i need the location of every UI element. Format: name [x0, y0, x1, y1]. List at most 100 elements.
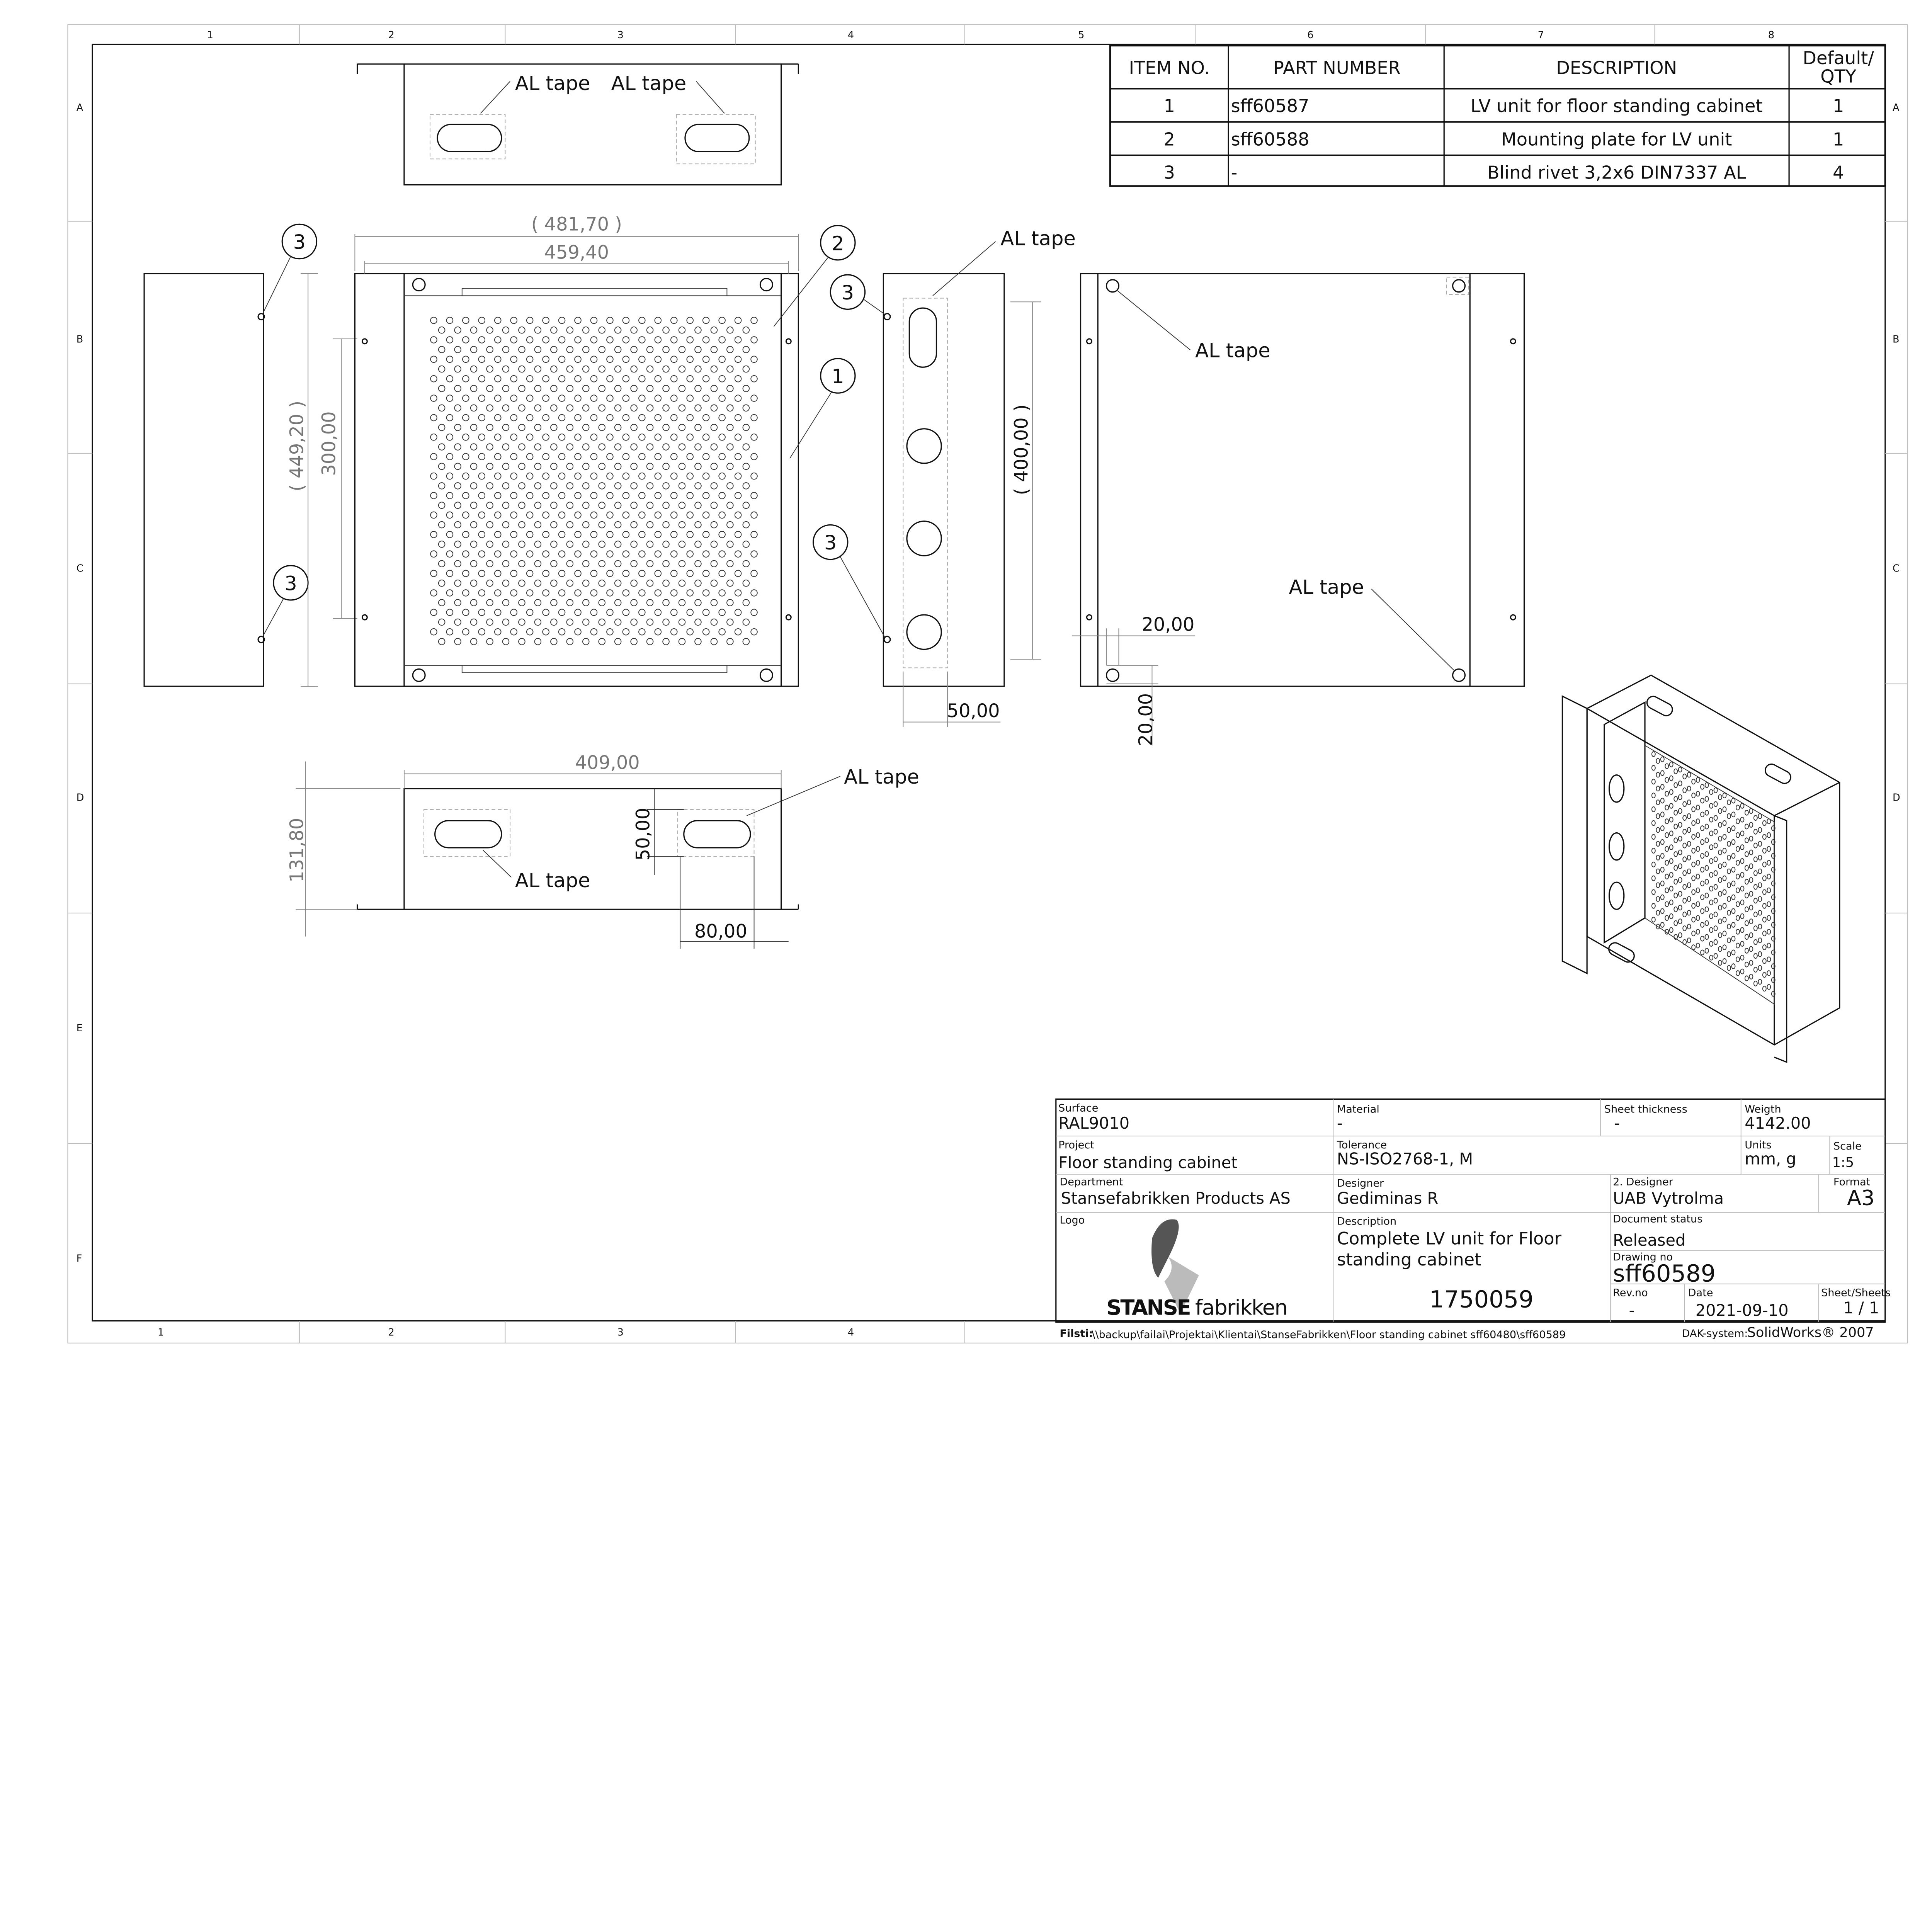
perforation-hole — [702, 395, 710, 402]
perforation-hole — [430, 395, 437, 402]
perforation-hole — [470, 618, 478, 626]
perforation-hole — [558, 472, 566, 480]
perforation-hole — [614, 385, 622, 392]
perforation-hole — [590, 355, 598, 363]
perforation-hole — [1687, 786, 1691, 792]
perforation-hole — [1665, 929, 1669, 935]
zone-label: E — [77, 1022, 83, 1034]
perforation-hole — [694, 502, 702, 509]
perforation-hole — [574, 492, 582, 499]
perforation-hole — [1736, 818, 1740, 824]
perforation-hole — [742, 521, 750, 529]
perforation-hole — [654, 472, 662, 480]
perforation-hole — [494, 395, 502, 402]
perforation-hole — [742, 346, 750, 353]
dimension-side-offset: 50,00 — [947, 701, 1000, 722]
perforation-hole — [1673, 782, 1678, 788]
perforation-hole — [502, 443, 510, 451]
perforation-hole — [1740, 858, 1745, 864]
perforation-hole — [638, 492, 646, 499]
perforation-hole — [1669, 872, 1673, 878]
zone-label: B — [1893, 333, 1900, 345]
perforation-hole — [710, 423, 718, 431]
perforation-hole — [1762, 917, 1767, 923]
perforation-hole — [1753, 815, 1758, 821]
perforation-hole — [1762, 861, 1767, 867]
perforation-hole — [718, 609, 726, 616]
perforation-hole — [662, 327, 670, 334]
date-value: 2021-09-10 — [1696, 1301, 1789, 1320]
cad-value: SolidWorks® 2007 — [1747, 1325, 1874, 1340]
rev-label: Rev.no — [1613, 1287, 1648, 1299]
perforation-hole — [1651, 875, 1656, 881]
perforation-hole — [1722, 889, 1727, 895]
perforation-hole — [510, 628, 517, 636]
perforation-hole — [438, 599, 446, 606]
perforation-hole — [590, 628, 598, 636]
perforation-hole — [542, 628, 549, 636]
perforation-hole — [486, 423, 493, 431]
perforation-hole — [670, 589, 678, 597]
perforation-hole — [558, 434, 566, 441]
tolerance-value: NS-ISO2768-1, M — [1337, 1150, 1473, 1168]
perforation-hole — [1749, 918, 1753, 924]
perforation-hole — [534, 443, 542, 451]
perforation-hole — [1709, 900, 1713, 905]
perforation-hole — [1709, 913, 1713, 919]
units-value: mm, g — [1745, 1150, 1796, 1168]
perforation-hole — [662, 618, 670, 626]
perforation-hole — [582, 541, 590, 548]
perforation-hole — [1749, 974, 1753, 980]
perforation-hole — [438, 618, 446, 626]
perforation-hole — [1704, 823, 1709, 830]
perforation-hole — [718, 375, 726, 383]
perforation-hole — [1753, 870, 1758, 876]
perforation-hole — [590, 336, 598, 344]
perforation-hole — [1682, 898, 1687, 904]
perforation-hole — [1771, 922, 1776, 928]
perforation-hole — [1651, 917, 1656, 923]
perforation-hole — [550, 599, 558, 606]
perforation-hole — [510, 472, 517, 480]
perforation-hole — [1678, 905, 1682, 911]
perforation-hole — [1753, 967, 1758, 973]
perforation-hole — [470, 404, 478, 412]
perforation-hole — [598, 443, 605, 451]
zone-label: D — [1893, 792, 1900, 804]
zone-label: 7 — [1538, 29, 1544, 41]
perforation-hole — [630, 365, 638, 373]
perforation-hole — [638, 589, 646, 597]
perforation-hole — [734, 355, 742, 363]
perforation-hole — [606, 395, 614, 402]
perforation-hole — [1696, 777, 1700, 783]
perforation-hole — [1696, 915, 1700, 921]
perforation-hole — [678, 579, 686, 587]
perforation-hole — [518, 502, 526, 509]
perforation-hole — [654, 492, 662, 499]
perforation-hole — [470, 560, 478, 568]
perforation-hole — [590, 531, 598, 538]
perforation-hole — [542, 434, 549, 441]
technical-drawing: 1 2 3 4 5 6 7 8 1 2 3 4 A B C D E F A B … — [67, 24, 1908, 1344]
perforation-hole — [510, 550, 517, 558]
perforation-hole — [598, 638, 605, 645]
perforation-hole — [1727, 923, 1731, 930]
perforation-hole — [542, 355, 549, 363]
perforation-hole — [1687, 923, 1691, 930]
perforation-hole — [630, 385, 638, 392]
perforation-hole — [1744, 810, 1749, 816]
perforation-hole — [1727, 882, 1731, 888]
perforation-hole — [702, 570, 710, 577]
perforation-hole — [1682, 774, 1687, 779]
perforation-hole — [1656, 855, 1660, 861]
perforation-hole — [502, 579, 510, 587]
perforation-hole — [454, 346, 461, 353]
perforation-hole — [542, 375, 549, 383]
bom-cell: 1 — [1833, 95, 1844, 116]
perforation-hole — [566, 423, 574, 431]
perforation-hole — [1691, 793, 1696, 799]
bom-cell: 1 — [1163, 95, 1175, 116]
perforation-hole — [678, 346, 686, 353]
balloon-number: 1 — [832, 366, 844, 388]
perforation-hole — [1678, 835, 1682, 842]
